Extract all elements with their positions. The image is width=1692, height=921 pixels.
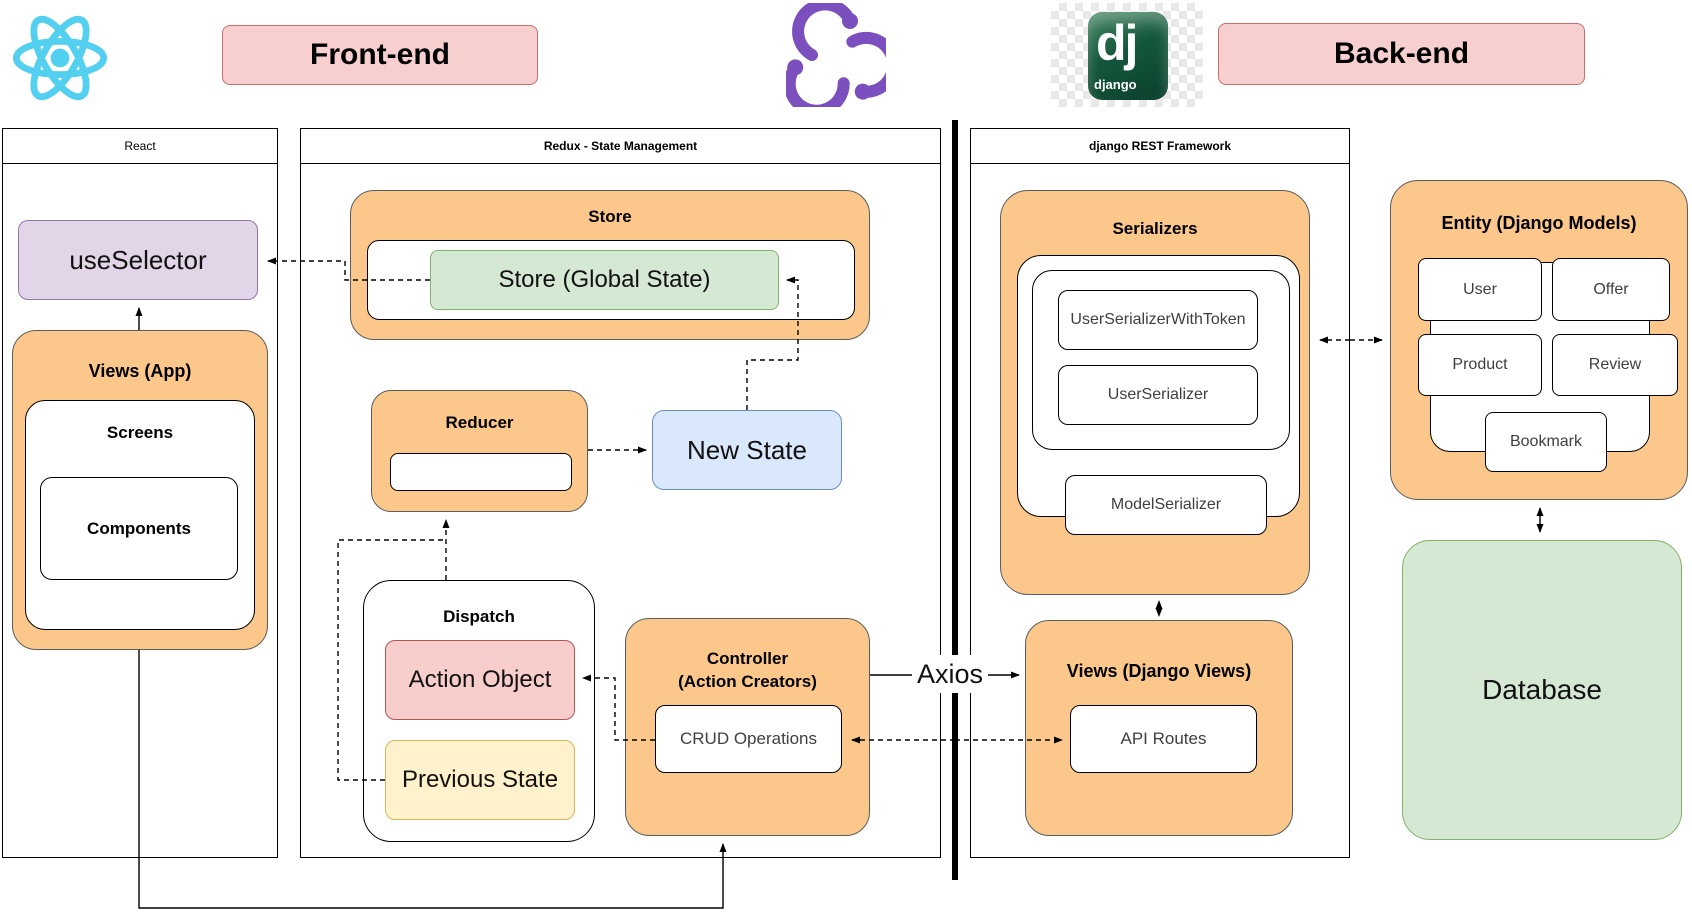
new-state-box: New State: [652, 410, 842, 490]
django-views-label: Views (Django Views): [1066, 661, 1252, 681]
reducer-label: Reducer: [445, 413, 514, 432]
user-serializer-box: UserSerializer: [1058, 365, 1258, 425]
reducer-box: Reducer: [371, 390, 588, 512]
model-user-box: User: [1418, 258, 1542, 321]
model-offer-box: Offer: [1552, 258, 1670, 321]
react-container-title: React: [3, 129, 277, 164]
database-box: Database: [1402, 540, 1682, 840]
back-end-label: Back-end: [1333, 37, 1470, 70]
django-container-title: django REST Framework: [971, 129, 1349, 164]
django-logo-icon: dj django: [1051, 3, 1203, 107]
front-end-banner: Front-end: [222, 25, 538, 85]
reducer-inner-box: [390, 453, 572, 491]
views-app-label: Views (App): [88, 361, 192, 381]
controller-label-line1: Controller: [706, 649, 789, 668]
use-selector-box: useSelector: [18, 220, 258, 300]
redux-container-title: Redux - State Management: [301, 129, 940, 164]
serializers-label: Serializers: [1112, 219, 1198, 238]
redux-logo-icon: [783, 0, 900, 117]
store-global-state-box: Store (Global State): [430, 250, 779, 310]
model-review-box: Review: [1552, 334, 1678, 396]
django-dj-glyph: dj: [1096, 15, 1138, 71]
front-end-label: Front-end: [310, 38, 450, 71]
model-serializer-box: ModelSerializer: [1065, 475, 1267, 535]
back-end-banner: Back-end: [1218, 23, 1585, 85]
dispatch-label: Dispatch: [443, 607, 515, 626]
django-wordmark: django: [1094, 77, 1137, 92]
axios-label: Axios: [912, 655, 988, 693]
action-object-box: Action Object: [385, 640, 575, 720]
crud-operations-box: CRUD Operations: [655, 705, 842, 773]
entity-label: Entity (Django Models): [1441, 213, 1637, 233]
frontend-backend-divider: [952, 120, 958, 880]
model-bookmark-box: Bookmark: [1485, 412, 1607, 472]
model-product-box: Product: [1418, 334, 1542, 396]
screens-label: Screens: [106, 423, 174, 442]
api-routes-box: API Routes: [1070, 705, 1257, 773]
react-logo-icon: [8, 5, 112, 111]
controller-label-line2: (Action Creators): [678, 672, 817, 691]
components-box: Components: [40, 477, 238, 580]
previous-state-box: Previous State: [385, 740, 575, 820]
store-label: Store: [588, 207, 632, 226]
user-serializer-with-token-box: UserSerializerWithToken: [1058, 290, 1258, 350]
